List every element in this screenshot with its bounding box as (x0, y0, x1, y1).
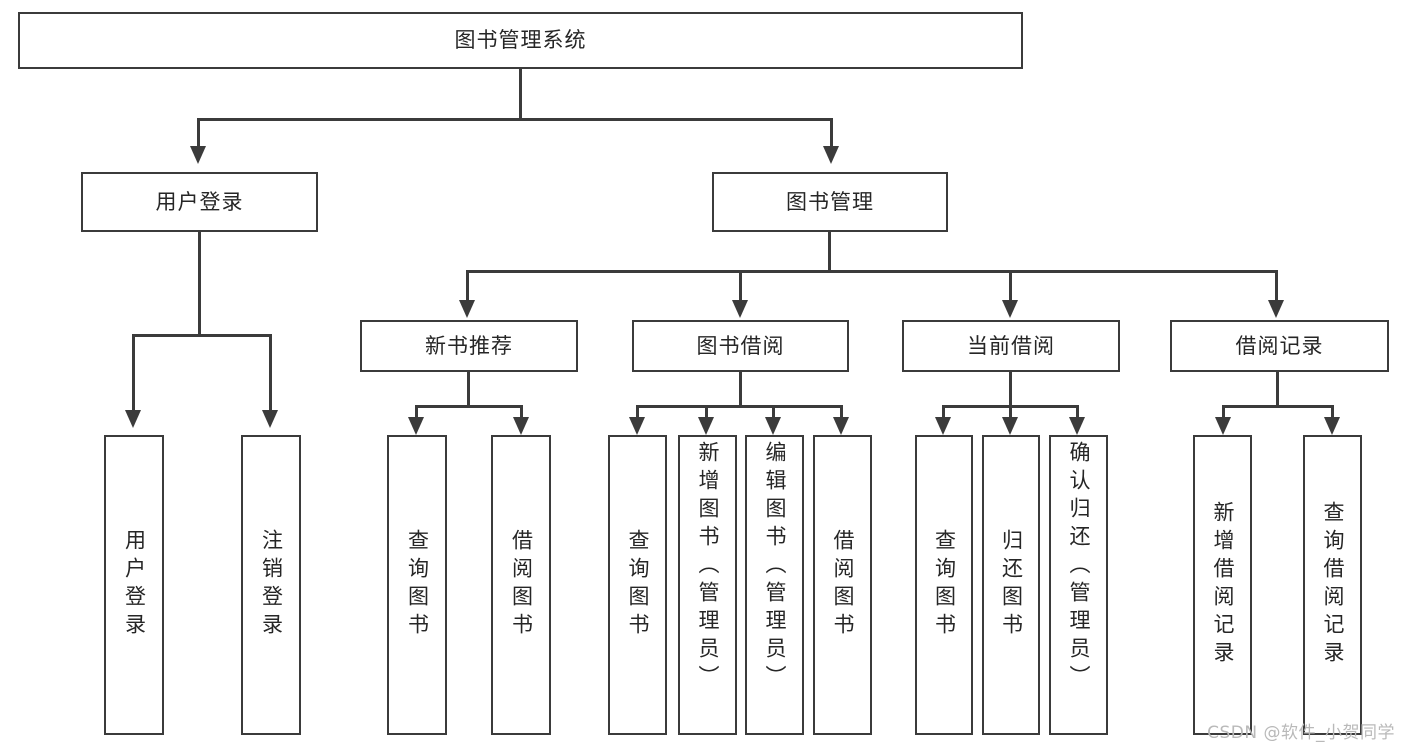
node-label: 查询图书 (932, 529, 957, 641)
connector-book-manage-to-current-borrow (1009, 270, 1012, 302)
arrow-user-login-to-leaf1 (125, 410, 141, 428)
connector-book-manage-to-borrow-record (1275, 270, 1278, 302)
node-leaf-cur-return-book[interactable]: 归还图书 (982, 435, 1040, 735)
node-new-book-recommendation[interactable]: 新书推荐 (360, 320, 578, 372)
node-label: 借阅图书 (831, 529, 855, 641)
node-leaf-rec-borrow-book[interactable]: 借阅图书 (491, 435, 551, 735)
node-book-borrowing[interactable]: 图书借阅 (632, 320, 849, 372)
connector-book-manage-trunk (828, 232, 831, 272)
node-user-login[interactable]: 用户登录 (81, 172, 318, 232)
node-label: 用户登录 (155, 189, 244, 214)
connector-root-to-user-login (197, 118, 200, 148)
arrow-borrow-record-to-leaf2 (1324, 417, 1340, 435)
node-leaf-cur-query-book[interactable]: 查询图书 (915, 435, 973, 735)
connector-book-borrow-to-leaf1 (636, 405, 639, 421)
connector-borrow-record-trunk (1276, 372, 1279, 408)
connector-borrow-record-to-leaf1 (1222, 405, 1225, 421)
node-label: 注销登录 (259, 529, 284, 641)
arrow-book-manage-to-borrow-record (1268, 300, 1284, 318)
node-label: 归还图书 (999, 529, 1024, 641)
connector-user-login-trunk (198, 232, 201, 337)
arrow-book-borrow-to-leaf2 (698, 417, 714, 435)
connector-new-book-rec-bar (415, 405, 523, 408)
connector-book-manage-bar (466, 270, 1278, 273)
node-label: 图书管理 (786, 189, 874, 214)
arrow-user-login-to-leaf2 (262, 410, 278, 428)
arrow-book-borrow-to-leaf3 (765, 417, 781, 435)
connector-current-borrow-to-leaf3 (1076, 405, 1079, 421)
arrow-book-manage-to-current-borrow (1002, 300, 1018, 318)
node-leaf-rec-query-book[interactable]: 查询图书 (387, 435, 447, 735)
node-label: 用户登录 (122, 529, 147, 641)
connector-root-trunk (519, 68, 522, 120)
arrow-current-borrow-to-leaf3 (1069, 417, 1085, 435)
connector-borrow-record-bar (1222, 405, 1334, 408)
node-leaf-borrow-query-book[interactable]: 查询图书 (608, 435, 667, 735)
node-label: 新增借阅记录 (1211, 501, 1235, 669)
node-leaf-cur-confirm-return[interactable]: 确认归还（管理员） (1049, 435, 1108, 735)
connector-current-borrow-to-leaf1 (942, 405, 945, 421)
connector-current-borrow-to-leaf2 (1009, 405, 1012, 421)
node-label: 借阅图书 (509, 529, 534, 641)
arrow-book-manage-to-book-borrow (732, 300, 748, 318)
node-label: 图书借阅 (696, 333, 785, 358)
node-label: 查询图书 (626, 529, 650, 641)
arrow-new-book-rec-to-leaf2 (513, 417, 529, 435)
arrow-book-manage-to-new-book-rec (459, 300, 475, 318)
node-label: 借阅记录 (1235, 333, 1324, 358)
node-label: 图书管理系统 (454, 28, 587, 53)
node-leaf-rec-query-record[interactable]: 查询借阅记录 (1303, 435, 1362, 735)
connector-root-to-book-manage (830, 118, 833, 148)
node-label: 查询图书 (405, 529, 430, 641)
connector-book-borrow-to-leaf3 (772, 405, 775, 421)
connector-book-borrow-to-leaf4 (840, 405, 843, 421)
arrow-book-borrow-to-leaf4 (833, 417, 849, 435)
connector-user-login-bar (132, 334, 272, 337)
connector-borrow-record-to-leaf2 (1331, 405, 1334, 421)
node-label: 确认归还（管理员） (1067, 441, 1091, 693)
connector-current-borrow-trunk (1009, 372, 1012, 408)
connector-user-login-to-leaf1 (132, 334, 135, 412)
node-current-borrowing[interactable]: 当前借阅 (902, 320, 1120, 372)
connector-book-manage-to-book-borrow (739, 270, 742, 302)
arrow-current-borrow-to-leaf2 (1002, 417, 1018, 435)
arrow-root-to-book-manage (823, 146, 839, 164)
arrow-new-book-rec-to-leaf1 (408, 417, 424, 435)
connector-book-borrow-bar (636, 405, 842, 408)
connector-user-login-to-leaf2 (269, 334, 272, 412)
connector-book-borrow-trunk (739, 372, 742, 408)
node-borrowing-record[interactable]: 借阅记录 (1170, 320, 1389, 372)
node-leaf-borrow-edit-book[interactable]: 编辑图书（管理员） (745, 435, 804, 735)
node-leaf-rec-add-record[interactable]: 新增借阅记录 (1193, 435, 1252, 735)
arrow-root-to-user-login (190, 146, 206, 164)
arrow-current-borrow-to-leaf1 (935, 417, 951, 435)
node-leaf-borrow-add-book[interactable]: 新增图书（管理员） (678, 435, 737, 735)
connector-new-book-rec-trunk (467, 372, 470, 408)
connector-book-borrow-to-leaf2 (705, 405, 708, 421)
arrow-book-borrow-to-leaf1 (629, 417, 645, 435)
node-label: 编辑图书（管理员） (763, 441, 787, 693)
node-label: 查询借阅记录 (1321, 501, 1345, 669)
node-leaf-borrow-borrow-book[interactable]: 借阅图书 (813, 435, 872, 735)
connector-root-bar (197, 118, 833, 121)
node-label: 新增图书（管理员） (696, 441, 720, 693)
node-book-management[interactable]: 图书管理 (712, 172, 948, 232)
connector-book-manage-to-new-book-rec (466, 270, 469, 302)
connector-new-book-rec-to-leaf2 (520, 405, 523, 421)
node-leaf-user-login[interactable]: 用户登录 (104, 435, 164, 735)
node-leaf-logout[interactable]: 注销登录 (241, 435, 301, 735)
node-root-library-management-system[interactable]: 图书管理系统 (18, 12, 1023, 69)
arrow-borrow-record-to-leaf1 (1215, 417, 1231, 435)
node-label: 当前借阅 (967, 333, 1055, 358)
node-label: 新书推荐 (425, 333, 513, 358)
connector-new-book-rec-to-leaf1 (415, 405, 418, 421)
